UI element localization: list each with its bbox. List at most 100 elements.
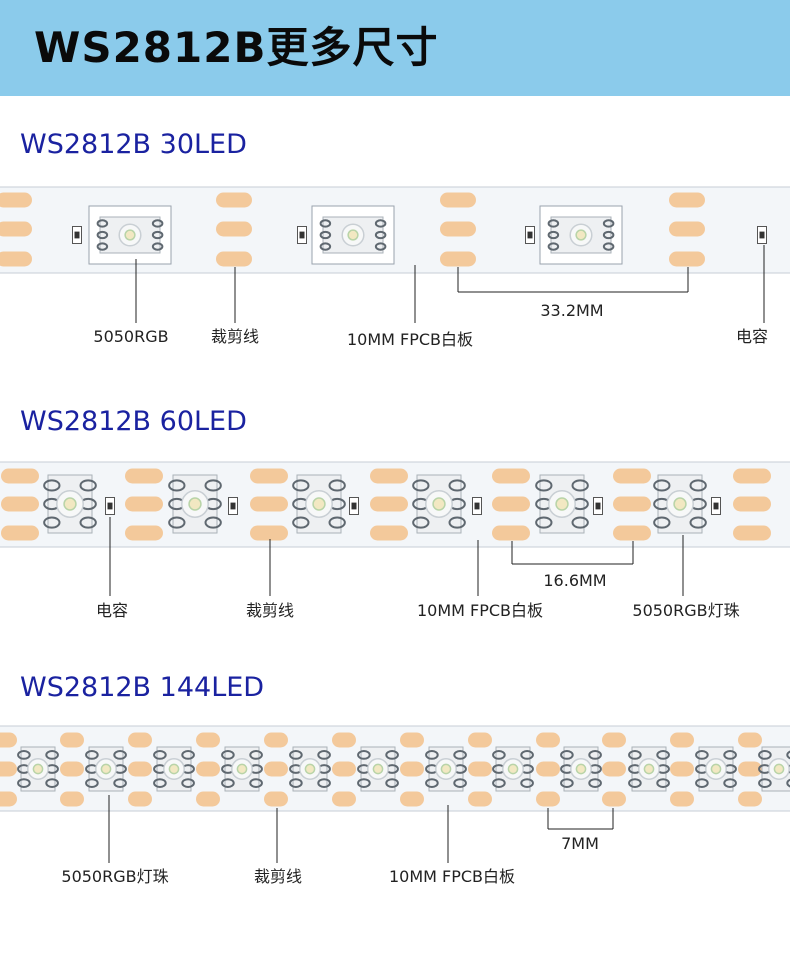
solder-pad xyxy=(216,251,252,267)
led-pin xyxy=(43,516,61,529)
led-pin xyxy=(588,750,602,760)
led-pin xyxy=(520,778,534,788)
solder-pad xyxy=(733,496,771,512)
label-cut-line: 裁剪线 xyxy=(211,327,259,346)
capacitor-core xyxy=(74,231,80,239)
capacitor-icon xyxy=(525,226,535,244)
solder-pad xyxy=(0,192,32,208)
led-pin xyxy=(758,750,772,760)
led-pin xyxy=(588,778,602,788)
solder-pad xyxy=(613,496,651,512)
solder-pad xyxy=(332,791,356,807)
solder-pad xyxy=(264,791,288,807)
led-pin xyxy=(547,242,560,251)
led-pin xyxy=(45,750,59,760)
led-chip-icon xyxy=(425,746,467,792)
solder-pad xyxy=(670,761,694,777)
solder-pad xyxy=(216,192,252,208)
led-pin xyxy=(689,516,707,529)
led-chip-icon xyxy=(535,474,589,534)
led-pin xyxy=(602,230,615,240)
led-pin xyxy=(560,778,574,788)
solder-pad xyxy=(332,761,356,777)
solder-pad xyxy=(536,732,560,748)
led-pin xyxy=(79,479,97,492)
led-pin xyxy=(151,219,164,228)
label-cut-line: 裁剪线 xyxy=(246,601,294,620)
solder-pad xyxy=(216,221,252,237)
led-die xyxy=(124,229,136,241)
solder-pad xyxy=(1,496,39,512)
solder-pad xyxy=(492,496,530,512)
led-pin xyxy=(723,750,737,760)
led-pin xyxy=(328,516,346,529)
solder-pad xyxy=(670,791,694,807)
label-fpcb: 10MM FPCB白板 xyxy=(347,330,473,349)
led-chip-icon xyxy=(153,746,195,792)
label-pitch-7mm: 7MM xyxy=(561,834,599,853)
label-capacitor: 电容 xyxy=(96,601,128,620)
led-pin xyxy=(289,778,303,788)
capacitor-icon xyxy=(72,226,82,244)
led-pin xyxy=(628,750,642,760)
capacitor-core xyxy=(759,231,765,239)
led-pin xyxy=(292,516,310,529)
solder-pad xyxy=(400,791,424,807)
solder-pad xyxy=(440,192,476,208)
led-pin xyxy=(317,750,331,760)
label-fpcb: 10MM FPCB白板 xyxy=(389,867,515,886)
led-pin xyxy=(448,479,466,492)
led-pin xyxy=(113,778,127,788)
led-pin xyxy=(602,242,615,251)
led-pin xyxy=(181,750,195,760)
solder-pad xyxy=(125,468,163,484)
solder-pad xyxy=(602,761,626,777)
solder-pad xyxy=(128,761,152,777)
led-pin xyxy=(758,778,772,788)
solder-pad xyxy=(738,791,762,807)
solder-pad xyxy=(669,251,705,267)
led-pin xyxy=(79,516,97,529)
solder-pad xyxy=(125,525,163,541)
led-pin xyxy=(374,230,387,240)
led-die xyxy=(710,763,722,775)
led-pin xyxy=(723,778,737,788)
led-chip-icon xyxy=(221,746,263,792)
led-die xyxy=(304,763,316,775)
section-title-60led: WS2812B 60LED xyxy=(20,406,247,437)
label-fpcb: 10MM FPCB白板 xyxy=(417,601,543,620)
capacitor-core xyxy=(713,502,719,510)
solder-pad xyxy=(196,761,220,777)
led-pin xyxy=(204,516,222,529)
led-chip-icon xyxy=(357,746,399,792)
capacitor-icon xyxy=(472,497,482,515)
led-chip-icon xyxy=(653,474,707,534)
led-pin xyxy=(153,778,167,788)
led-pin xyxy=(17,778,31,788)
led-pin xyxy=(453,778,467,788)
label-5050rgb: 5050RGB xyxy=(93,327,168,346)
solder-pad xyxy=(264,732,288,748)
solder-pad xyxy=(440,221,476,237)
capacitor-core xyxy=(107,502,113,510)
led-pin xyxy=(448,516,466,529)
led-pin xyxy=(357,778,371,788)
label-5050rgb-bead: 5050RGB灯珠 xyxy=(632,601,739,620)
solder-pad xyxy=(400,732,424,748)
led-pin xyxy=(571,479,589,492)
solder-pad xyxy=(670,732,694,748)
led-pin xyxy=(96,230,109,240)
led-die xyxy=(188,497,202,511)
led-chip-icon xyxy=(560,746,602,792)
solder-pad xyxy=(250,525,288,541)
header-banner: WS2812B更多尺寸 xyxy=(0,0,790,96)
solder-pad xyxy=(669,192,705,208)
led-die xyxy=(440,763,452,775)
capacitor-icon xyxy=(105,497,115,515)
solder-pad xyxy=(250,496,288,512)
led-pin xyxy=(204,479,222,492)
capacitor-core xyxy=(527,231,533,239)
led-pin xyxy=(492,750,506,760)
led-pin xyxy=(168,479,186,492)
solder-pad xyxy=(0,791,17,807)
